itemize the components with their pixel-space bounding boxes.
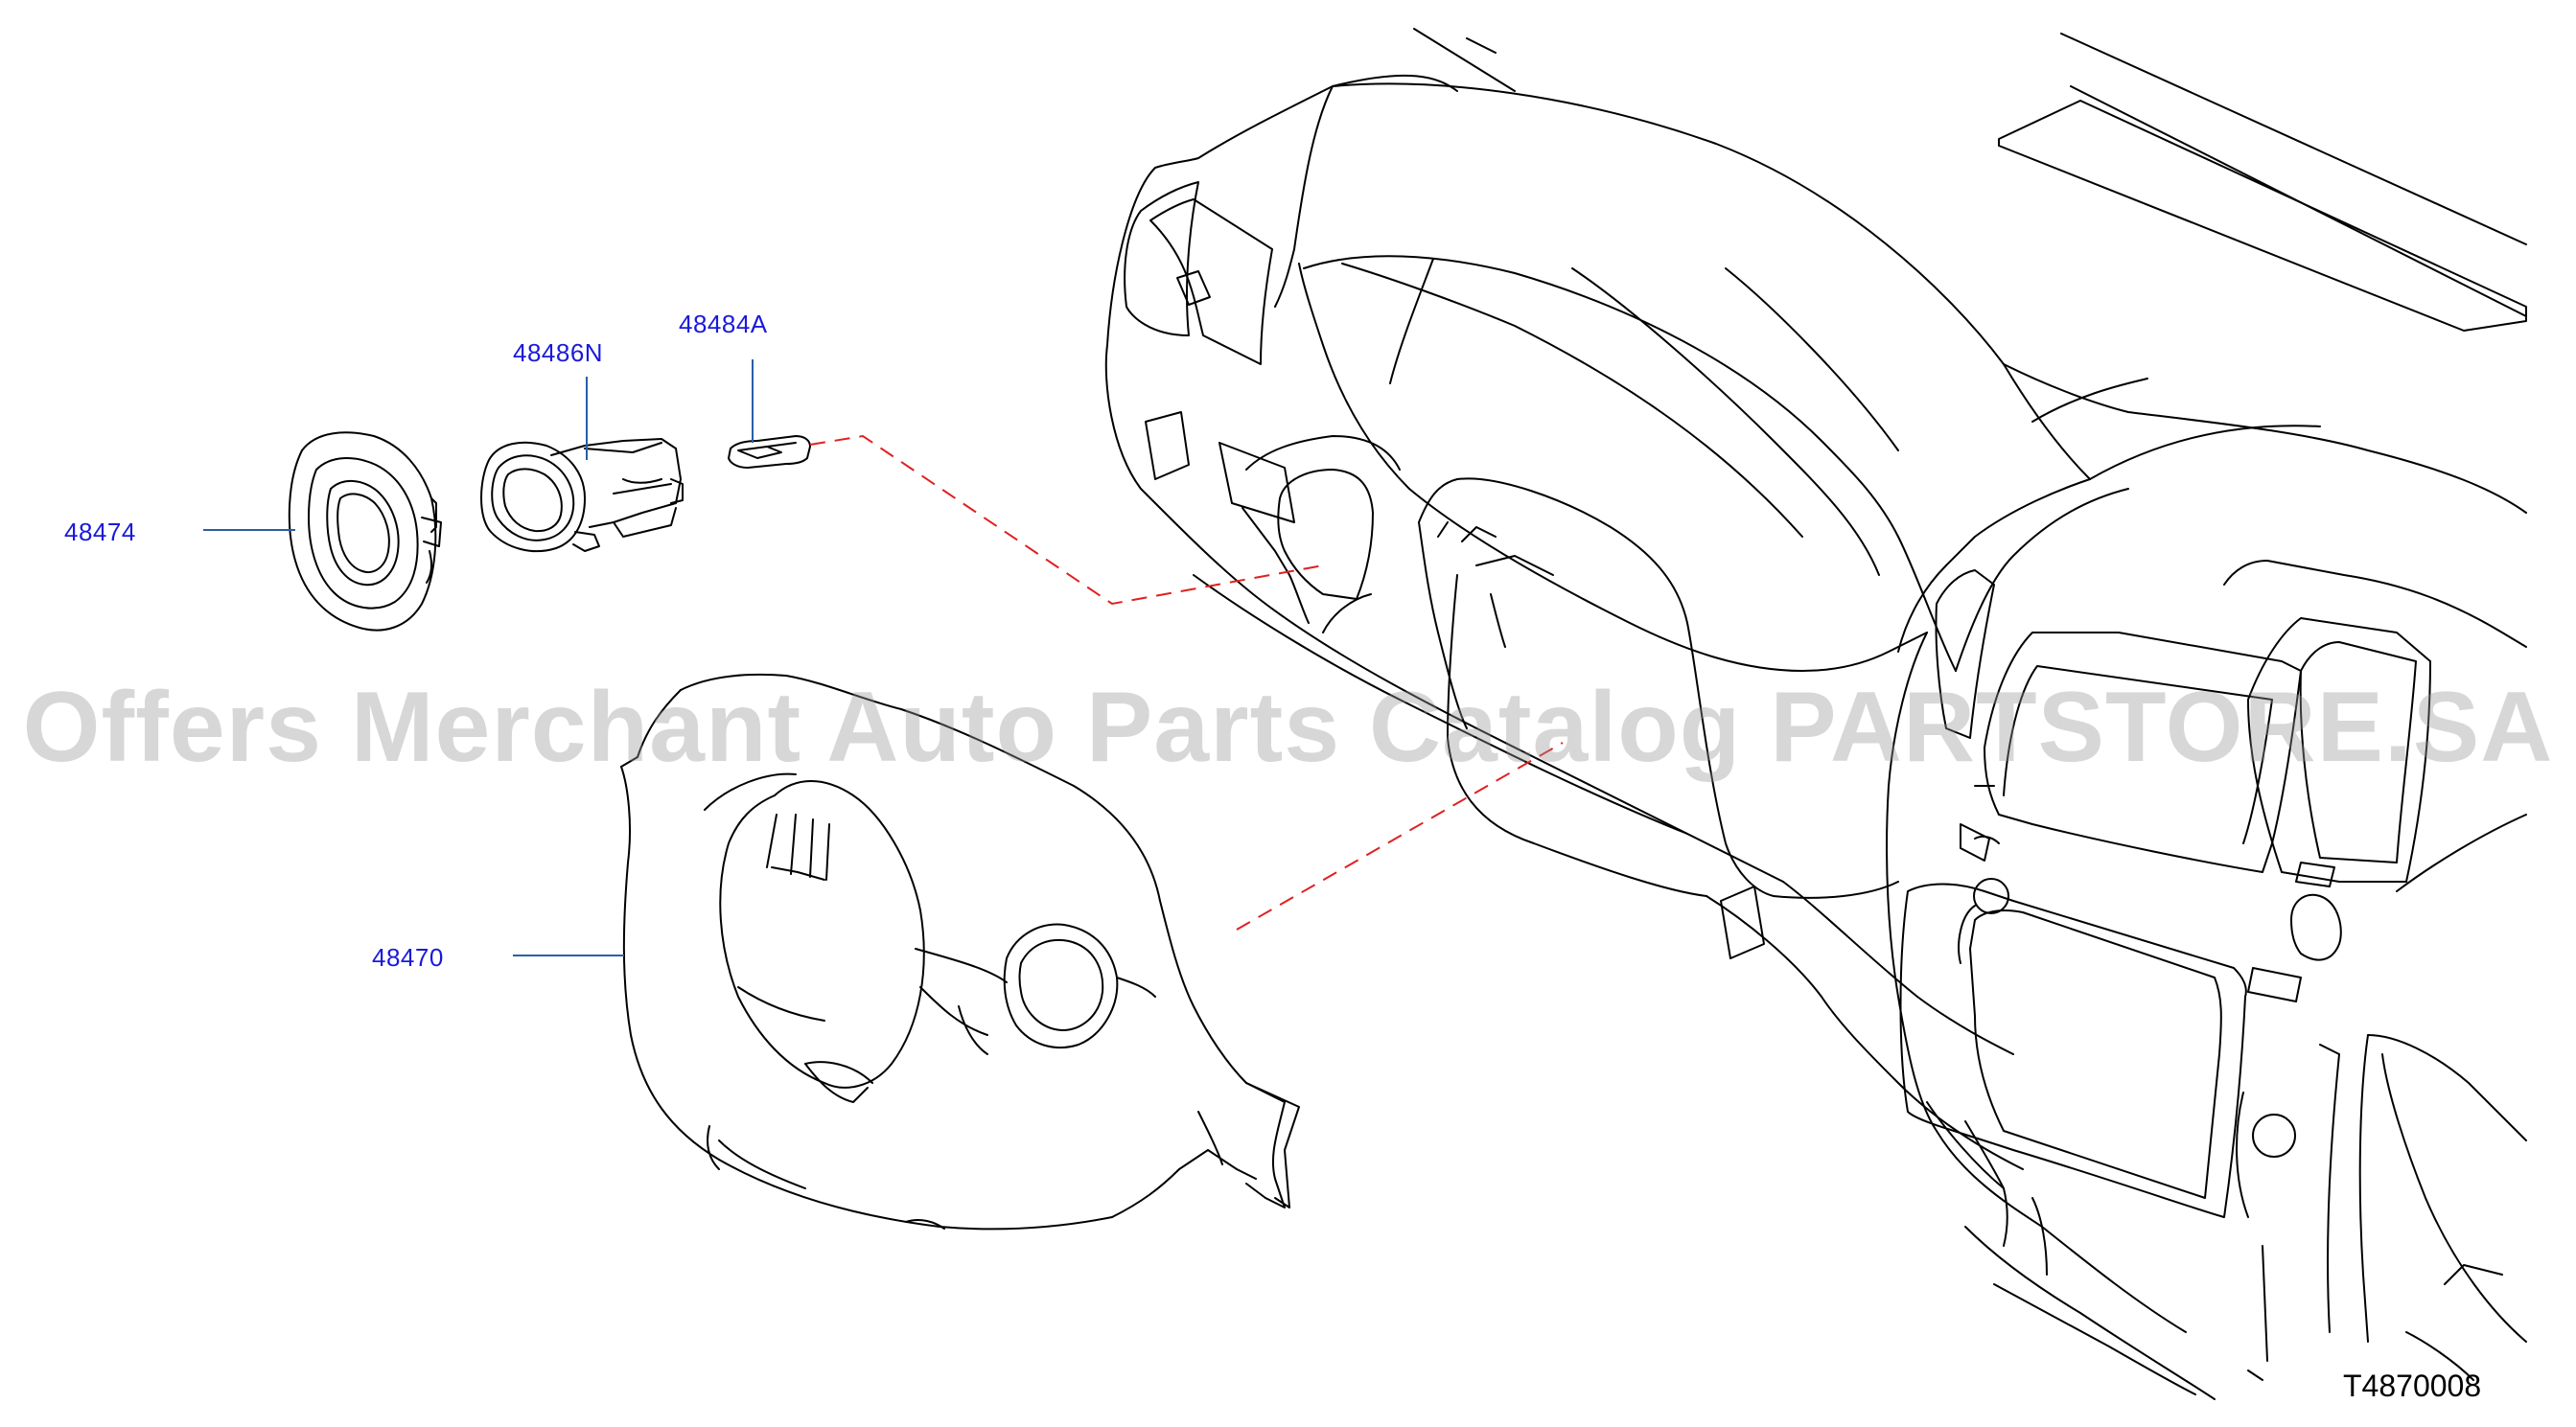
column-cover-48470 <box>620 673 1300 1231</box>
diagram-code: T4870008 <box>2343 1369 2482 1403</box>
ring-48486N <box>480 438 684 553</box>
dashboard-illustration <box>1104 28 2527 1400</box>
phantom-line-cover <box>1236 742 1564 931</box>
watermark-text: Offers Merchant Auto Parts Catalog PARTS… <box>22 672 2554 783</box>
escutcheon-48474 <box>288 431 442 632</box>
callout-48484A[interactable]: 48484A <box>679 310 768 338</box>
bulb-48484A <box>728 435 811 469</box>
callout-48474[interactable]: 48474 <box>64 518 136 546</box>
phantom-line-bulb <box>809 434 1324 606</box>
callout-48486N[interactable]: 48486N <box>513 338 604 367</box>
callout-48470[interactable]: 48470 <box>372 943 444 972</box>
